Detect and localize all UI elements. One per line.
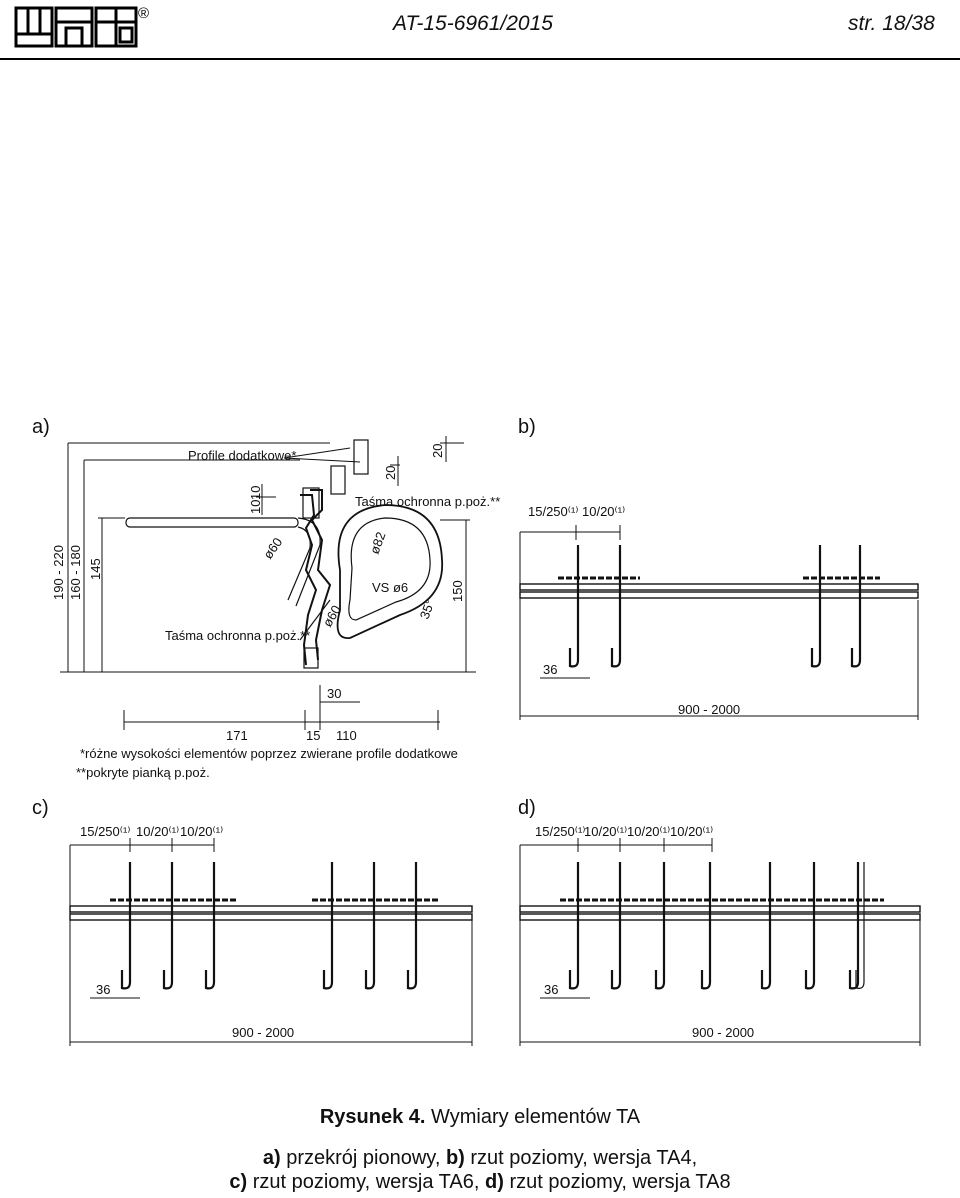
b-dim-36: 36 bbox=[543, 662, 557, 677]
c-dim-length: 900 - 2000 bbox=[232, 1025, 294, 1040]
document-id: AT-15-6961/2015 bbox=[393, 12, 553, 35]
dim-190-220: 190 - 220 bbox=[51, 545, 66, 600]
page-number: str. 18/38 bbox=[848, 12, 935, 35]
label-tape-bottom: Taśma ochronna p.poż.** bbox=[165, 628, 310, 643]
dim-20b: 20 bbox=[430, 444, 445, 458]
c-spacing-1: 15/250⁽¹⁾ bbox=[80, 824, 130, 839]
caption-a-text: przekrój pionowy, bbox=[280, 1147, 446, 1169]
dim-160-180: 160 - 180 bbox=[68, 545, 83, 600]
panel-c-label: c) bbox=[32, 797, 49, 819]
caption-d-key: d) bbox=[485, 1171, 504, 1193]
dim-10b: 10 bbox=[248, 500, 263, 514]
c-spacing-2: 10/20⁽¹⁾ bbox=[136, 824, 179, 839]
d-spacing-2: 10/20⁽¹⁾ bbox=[584, 824, 627, 839]
label-tape-top: Taśma ochronna p.poż.** bbox=[355, 494, 500, 509]
caption-b-key: b) bbox=[445, 1147, 465, 1169]
dim-110: 110 bbox=[336, 728, 357, 743]
panel-a-label: a) bbox=[32, 416, 50, 438]
b-spacing-1: 15/250⁽¹⁾ bbox=[528, 504, 578, 519]
c-dim-36: 36 bbox=[96, 982, 110, 997]
caption-c-key: c) bbox=[229, 1171, 248, 1193]
dim-20a: 20 bbox=[383, 466, 398, 480]
b-dim-length: 900 - 2000 bbox=[678, 702, 740, 717]
itb-logo: ® bbox=[14, 5, 149, 48]
d-dim-length: 900 - 2000 bbox=[692, 1025, 754, 1040]
d-dim-36: 36 bbox=[544, 982, 558, 997]
dim-15: 15 bbox=[306, 728, 320, 743]
caption-figure-number: Rysunek 4. bbox=[319, 1106, 426, 1128]
header-rule bbox=[0, 58, 960, 60]
figure-caption-line-3: c) rzut poziomy, wersja TA6, d) rzut poz… bbox=[0, 1171, 960, 1194]
b-spacing-2: 10/20⁽¹⁾ bbox=[582, 504, 625, 519]
d-spacing-3: 10/20⁽¹⁾ bbox=[627, 824, 670, 839]
panel-b-label: b) bbox=[518, 416, 536, 438]
dim-171: 171 bbox=[226, 728, 248, 743]
label-vs: VS ø6 bbox=[372, 580, 408, 595]
label-profile-added: Profile dodatkowe* bbox=[188, 448, 296, 463]
dim-145: 145 bbox=[88, 558, 103, 580]
caption-d-text: rzut poziomy, wersja TA8 bbox=[503, 1171, 731, 1193]
caption-c-text: rzut poziomy, wersja TA6, bbox=[247, 1171, 485, 1193]
note-2: **pokryte pianką p.poż. bbox=[76, 765, 210, 780]
caption-a-key: a) bbox=[262, 1147, 281, 1169]
figure-caption-title: Rysunek 4. Wymiary elementów TA bbox=[0, 1106, 960, 1129]
d-spacing-4: 10/20⁽¹⁾ bbox=[670, 824, 713, 839]
dim-150: 150 bbox=[450, 580, 465, 602]
d-spacing-1: 15/250⁽¹⁾ bbox=[535, 824, 585, 839]
note-1: *różne wysokości elementów poprzez zwier… bbox=[80, 746, 458, 761]
dim-30: 30 bbox=[327, 686, 341, 701]
registered-mark: ® bbox=[138, 5, 149, 22]
figure-caption-line-2: a) przekrój pionowy, b) rzut poziomy, we… bbox=[0, 1147, 960, 1170]
dim-10a: 10 bbox=[248, 486, 263, 500]
page-header: ® AT-15-6961/2015 str. 18/38 bbox=[0, 0, 960, 62]
label-angle: 35° bbox=[417, 597, 438, 621]
caption-b-text: rzut poziomy, wersja TA4, bbox=[464, 1147, 698, 1169]
label-d82: ø82 bbox=[367, 530, 389, 556]
caption-figure-title: Wymiary elementów TA bbox=[431, 1106, 641, 1128]
panel-d-label: d) bbox=[518, 797, 536, 819]
c-spacing-3: 10/20⁽¹⁾ bbox=[180, 824, 223, 839]
